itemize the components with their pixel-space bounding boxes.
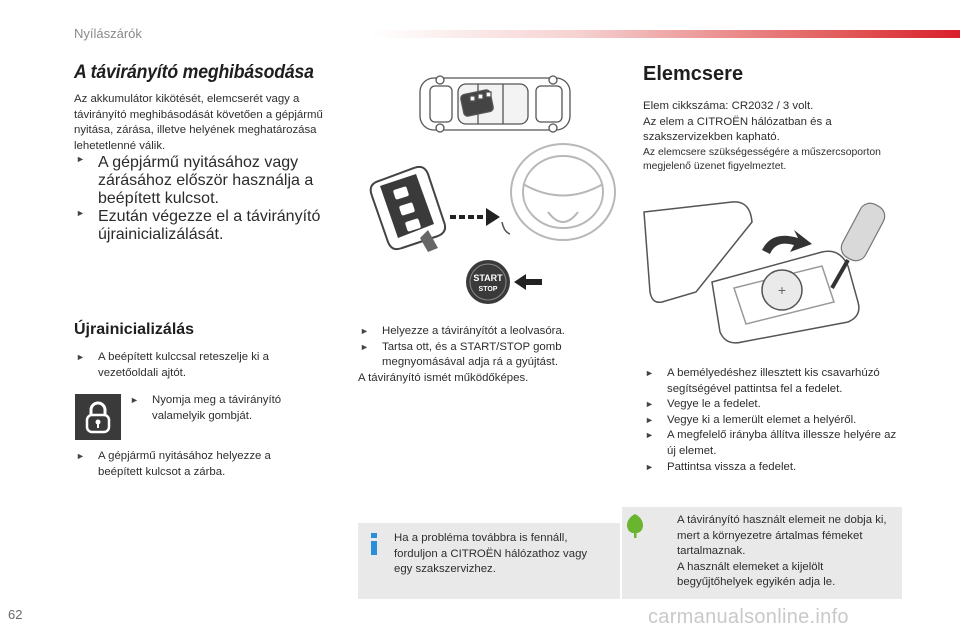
bullet-icon: ►: [645, 399, 654, 410]
reinit-step1: ►A beépített kulccsal reteszelje ki a ve…: [76, 351, 269, 379]
arrow-icon: [514, 274, 542, 290]
bullet-icon: ►: [76, 154, 85, 165]
eco-box: A távirányító használt elemeit ne dobja …: [622, 507, 902, 599]
right-intro-block: Elem cikkszáma: CR2032 / 3 volt. Az elem…: [643, 99, 908, 175]
battery-icon: +: [761, 269, 803, 311]
list-item: ►A bemélyedéshez illesztett kis csavarhú…: [645, 367, 880, 395]
bullet-icon: ►: [76, 352, 85, 362]
bullet-icon: ►: [360, 326, 369, 336]
battery-availability-text: Az elem a CITROËN hálózatban és a szaksz…: [643, 115, 832, 144]
info-box: Ha a probléma továbbra is fennáll, fordu…: [358, 523, 620, 599]
battery-type-text: Elem cikkszáma: CR2032 / 3 volt.: [643, 100, 814, 112]
info-text: Ha a probléma továbbra is fennáll, fordu…: [394, 532, 588, 576]
left-intro-text: Az akkumulátor kikötését, elemcserét vag…: [74, 93, 323, 152]
start-stop-icon: START STOP: [466, 260, 510, 304]
svg-text:START: START: [473, 273, 503, 283]
svg-text:+: +: [778, 282, 786, 298]
bullet-icon: ►: [645, 368, 654, 378]
middle-text-block: ►Helyezze a távirányítót a leolvasóra. ►…: [358, 324, 620, 386]
bullet-icon: ►: [130, 395, 139, 405]
right-bullet-list: ►A bemélyedéshez illesztett kis csavarhú…: [643, 366, 905, 475]
left-intro-block: Az akkumulátor kikötését, elemcserét vag…: [74, 92, 324, 244]
right-steps: ►A bemélyedéshez illesztett kis csavarhú…: [643, 366, 905, 475]
bullet-icon: ►: [645, 430, 654, 441]
eco-text: A távirányító használt elemeit ne dobja …: [677, 514, 887, 589]
car-top-view: [419, 75, 571, 133]
arrow-icon: [762, 230, 812, 254]
reinit-step3: ►A gépjármű nyitásához helyezze a beépít…: [76, 450, 271, 478]
reinit-step2: ►Nyomja meg a távirányító valamelyik gom…: [130, 394, 282, 422]
bullet-icon: ►: [76, 451, 85, 461]
middle-result-text: A távirányító ismét működőképes.: [358, 371, 529, 384]
list-item: ►A megfelelő irányba állítva illessze he…: [645, 429, 897, 457]
lock-icon: [85, 401, 111, 434]
bullet-icon: ►: [645, 414, 654, 425]
battery-change-title: Elemcsere: [643, 63, 744, 85]
page-number: 62: [8, 607, 23, 622]
info-icon: [371, 533, 377, 555]
bullet-icon: ►: [76, 208, 85, 219]
watermark: carmanualsonline.info: [648, 606, 849, 628]
battery-replacement-illustration: +: [643, 201, 886, 344]
bullet-icon: ►: [360, 341, 369, 352]
eco-leaf-icon: [627, 514, 643, 538]
bullet-icon: ►: [645, 461, 654, 472]
arrow-icon: [450, 208, 500, 226]
key-cover: [643, 201, 753, 304]
header-accent-bar: [370, 30, 960, 38]
list-item: ►Pattintsa vissza a fedelet.: [643, 460, 905, 476]
lock-icon-box: [75, 394, 121, 440]
battery-warning-note: Az elemcsere szükségességére a műszercso…: [643, 146, 881, 173]
reinit-title: Újrainicializálás: [74, 321, 195, 338]
list-item: ►Vegye ki a lemerült elemet a helyéről.: [643, 413, 905, 429]
page-title-remote-failure: A távirányító meghibásodása: [74, 62, 314, 83]
middle-bullet-list: ►Helyezze a távirányítót a leolvasóra. ►…: [358, 324, 620, 371]
list-item: ►Tartsa ott, és a START/STOP gomb megnyo…: [360, 340, 562, 369]
key-reader-illustration: START STOP: [369, 75, 616, 304]
list-item: ►Vegye le a fedelet.: [643, 397, 905, 413]
screwdriver-icon: [830, 202, 886, 289]
list-item: ►Ezután végezze el a távirányító újraini…: [76, 208, 321, 244]
left-bullet-list: ►A gépjármű nyitásához vagy zárásához el…: [74, 154, 324, 244]
section-label: Nyílászárók: [74, 26, 142, 41]
remote-key: [369, 165, 447, 252]
list-item: ►Helyezze a távirányítót a leolvasóra.: [358, 324, 620, 340]
list-item: ►A gépjármű nyitásához vagy zárásához el…: [76, 154, 314, 208]
steering-wheel: [510, 143, 616, 241]
svg-text:STOP: STOP: [479, 286, 498, 293]
